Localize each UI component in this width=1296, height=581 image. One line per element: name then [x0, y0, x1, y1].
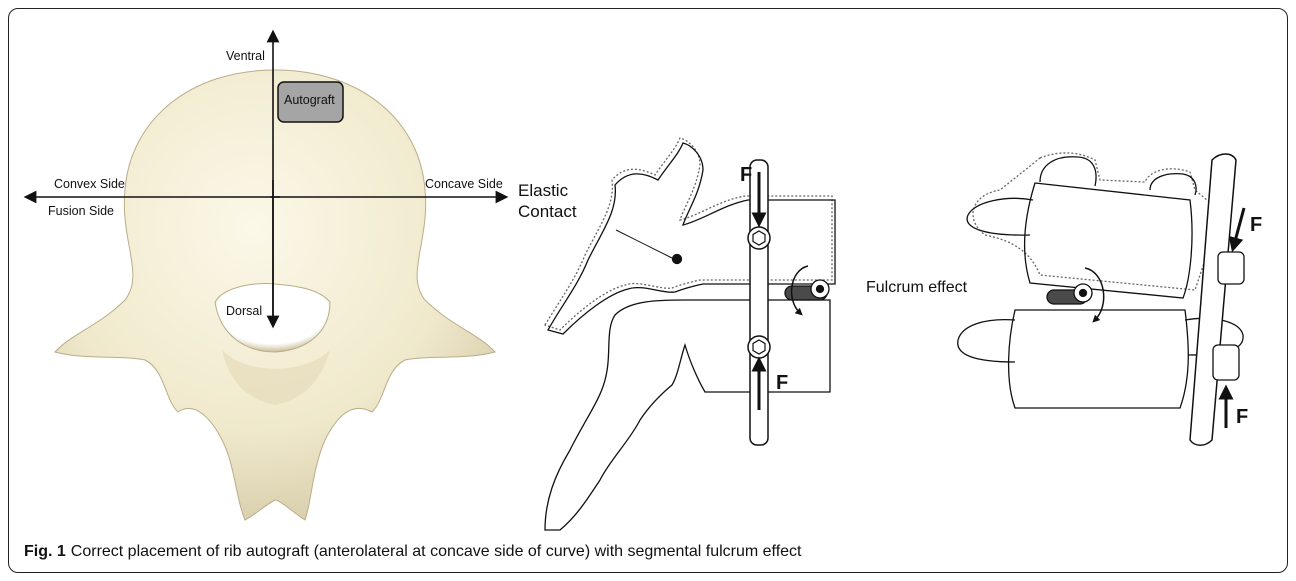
coronal-view-panel — [958, 153, 1244, 445]
lower-vertebra-body — [1009, 310, 1189, 408]
caption-label: Fig. 1 — [24, 543, 66, 560]
lower-transverse-left — [958, 320, 1015, 362]
force-arrow-c-top — [1234, 208, 1244, 245]
label-elastic: Elastic — [518, 180, 568, 201]
upper-pedicle-left — [1040, 157, 1096, 186]
screw-upper — [748, 227, 770, 249]
label-force-c-bottom: F — [1236, 406, 1248, 429]
vertebra-panel — [30, 36, 502, 520]
fulcrum-dot-c — [1080, 290, 1087, 297]
upper-body-ghost — [973, 153, 1225, 290]
label-force-c-top: F — [1250, 214, 1262, 237]
label-dorsal: Dorsal — [226, 304, 262, 318]
upper-vertebra-ghost — [545, 138, 832, 330]
lower-vertebra — [545, 300, 830, 530]
screw-lower — [748, 336, 770, 358]
label-convex-side: Convex Side — [54, 177, 125, 191]
label-ventral: Ventral — [226, 49, 265, 63]
lateral-view-panel — [545, 138, 835, 530]
upper-vertebra-body — [1025, 183, 1192, 298]
hook-upper — [1218, 252, 1244, 284]
upper-pedicle-right — [1150, 174, 1196, 195]
label-concave-side: Concave Side — [425, 177, 503, 191]
hook-lower — [1213, 345, 1239, 380]
label-fusion-side: Fusion Side — [48, 204, 114, 218]
upper-vertebra — [548, 143, 835, 334]
label-force-b-bottom: F — [776, 372, 788, 395]
elastic-contact-pointer — [616, 230, 672, 258]
caption-text: Correct placement of rib autograft (ante… — [71, 543, 802, 560]
figure-caption: Fig. 1 Correct placement of rib autograft… — [24, 543, 802, 561]
label-fulcrum-effect: Fulcrum effect — [866, 279, 967, 297]
label-force-b-top: F — [740, 164, 752, 187]
fulcrum-dot-b — [817, 286, 824, 293]
coronal-rod — [1190, 154, 1236, 445]
label-contact: Contact — [518, 201, 577, 222]
label-autograft: Autograft — [284, 93, 335, 107]
elastic-contact-point — [673, 255, 682, 264]
upper-transverse-left — [967, 198, 1033, 235]
